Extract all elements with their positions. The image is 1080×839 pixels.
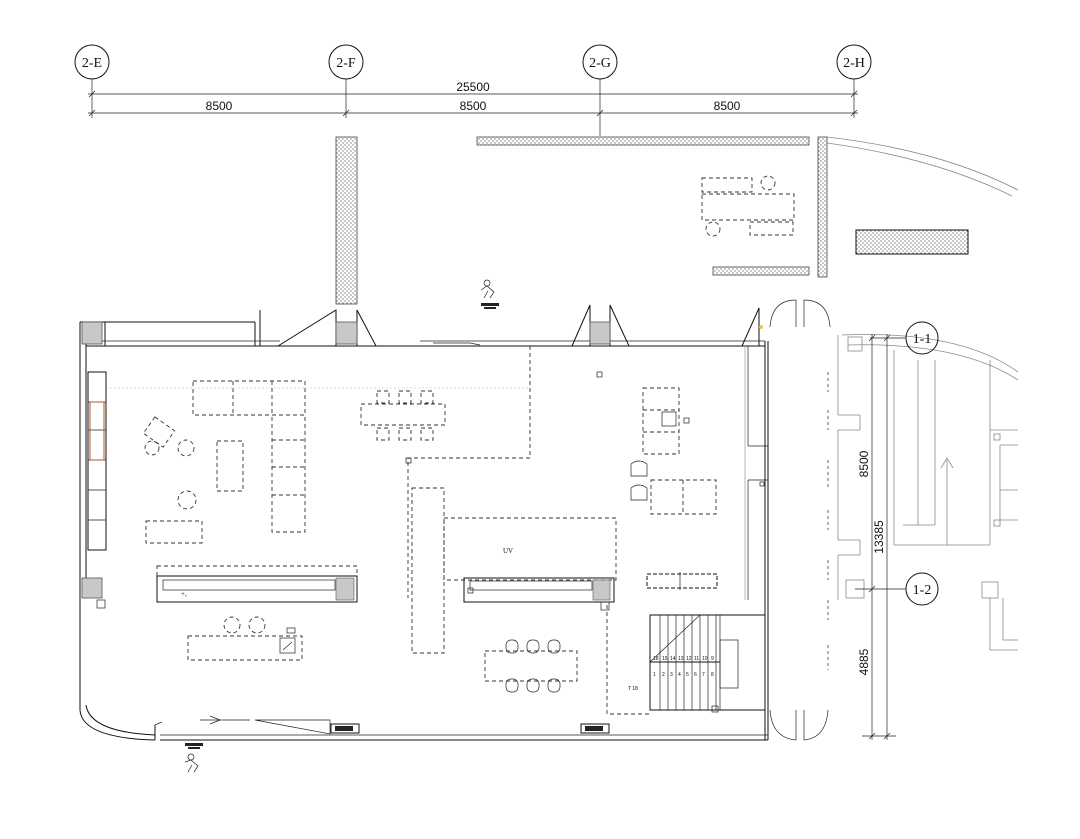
entrance-door-top <box>433 342 481 346</box>
left-wall-cabinets <box>87 371 107 551</box>
dimension-text-right-upper: 8500 <box>857 450 871 477</box>
uv-zone: UV <box>411 487 617 654</box>
double-door-right-bottom <box>769 709 829 741</box>
axis-label-1-1: 1-1 <box>913 332 932 347</box>
axis-bubble-2-f: 2-F <box>328 44 364 118</box>
stair-num-u2: 14 <box>670 656 676 662</box>
armchair-group <box>142 416 203 544</box>
stair-num-u5: 11 <box>694 656 699 662</box>
stair-num-u4: 12 <box>686 656 692 662</box>
counter-left: +, <box>156 565 358 603</box>
stair-num-l1: 2 <box>662 672 665 678</box>
stair-num-u7: 9 <box>711 656 714 662</box>
curved-facade-top-inner <box>826 142 1013 197</box>
kitchen-island-right <box>630 387 718 590</box>
axis-label-2-e: 2-E <box>82 56 102 71</box>
axis-bubble-1-1: 1-1 <box>870 321 939 355</box>
entrance-person-icon-bottom <box>184 743 203 773</box>
column-4 <box>741 307 763 347</box>
hatched-wall-vertical <box>335 136 358 305</box>
stair-num-l7: 8 <box>711 672 714 678</box>
dimension-text-seg-2: 8500 <box>460 99 487 113</box>
stair-num-u3: 13 <box>678 656 684 662</box>
small-marker-1 <box>405 457 412 464</box>
stair-num-l2: 3 <box>670 672 673 678</box>
column-2 <box>276 309 377 347</box>
sofa-l-shaped <box>192 380 306 533</box>
dimension-text-seg-1: 8500 <box>206 99 233 113</box>
hatched-bench <box>712 266 810 276</box>
axis-bubble-1-2: 1-2 <box>855 572 939 606</box>
entrance-person-icon-top <box>480 279 499 309</box>
hatched-wall-horizontal <box>476 136 810 146</box>
dimension-text-right-lower: 4885 <box>857 648 871 675</box>
column-left-mid <box>81 577 103 599</box>
counter-middle <box>463 577 615 611</box>
outdoor-seating-group <box>701 175 795 237</box>
island-bottom-left <box>187 616 303 661</box>
stair-num-l3: 4 <box>678 672 681 678</box>
plus-mark: +, <box>181 590 187 598</box>
dining-table-top <box>360 390 446 441</box>
stair-num-u1: 15 <box>662 656 668 662</box>
axis-label-1-2: 1-2 <box>913 583 932 598</box>
axis-label-2-g: 2-G <box>589 56 611 71</box>
uv-label: UV <box>503 547 513 555</box>
dimension-top-segments: 8500 8500 8500 <box>88 99 858 117</box>
small-marker-2 <box>596 371 603 378</box>
stair-zone-boundary <box>606 605 650 715</box>
axis-bubble-2-g: 2-G <box>582 44 618 136</box>
stair-num-l5: 6 <box>694 672 697 678</box>
right-partition <box>744 346 768 600</box>
zone-boundary <box>407 346 531 598</box>
staircase: T 18 18 15 14 13 12 11 10 9 1 2 3 4 5 6 … <box>628 614 766 713</box>
axis-bubble-2-h: 2-H <box>836 44 872 118</box>
stair-num-u0: 18 <box>653 656 659 662</box>
dimension-text-seg-3: 8500 <box>714 99 741 113</box>
column-1 <box>81 321 103 345</box>
stair-num-u6: 10 <box>702 656 708 662</box>
building-walls <box>79 310 769 741</box>
dining-table-bottom <box>484 639 578 693</box>
stair-num-l6: 7 <box>702 672 705 678</box>
hatched-wall-right <box>817 136 828 278</box>
bottom-window-frames <box>200 715 610 735</box>
dimension-right: 8500 13385 4885 <box>857 334 896 740</box>
axis-bubble-2-e: 2-E <box>74 44 110 118</box>
hatched-planter <box>855 229 969 255</box>
column-3 <box>571 304 630 347</box>
dimension-text-right-overall: 13385 <box>872 520 886 554</box>
stair-num-l0: 1 <box>653 672 656 678</box>
dimension-text-overall: 25500 <box>456 80 490 94</box>
column-left-mid-square <box>96 599 106 609</box>
axis-label-2-f: 2-F <box>336 56 356 71</box>
adjacent-building <box>827 334 1019 670</box>
stair-num-l4: 5 <box>686 672 689 678</box>
curved-facade-top <box>826 136 1019 191</box>
double-door-right-top <box>769 299 831 328</box>
dimension-top-overall: 25500 <box>88 80 858 98</box>
stair-tag: T 18 <box>628 686 638 692</box>
axis-label-2-h: 2-H <box>843 56 865 71</box>
